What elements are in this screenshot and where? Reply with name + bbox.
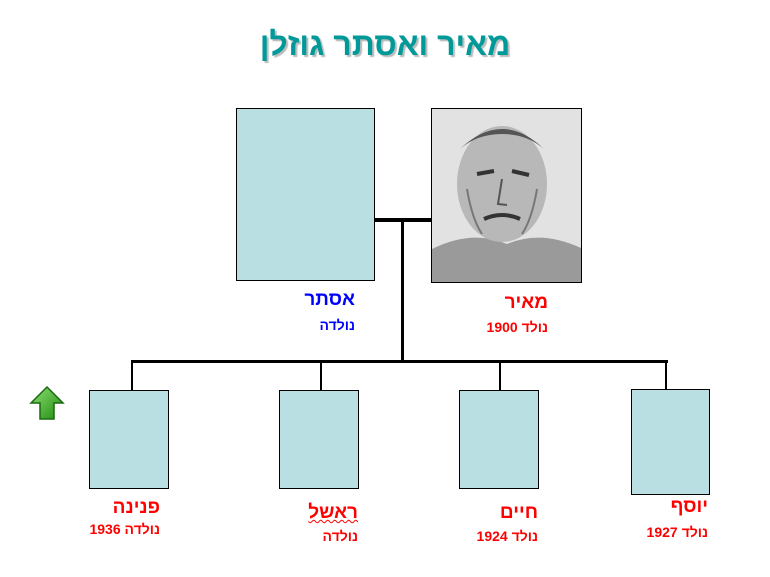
child-birth-chaim: נולד 1924	[476, 528, 538, 544]
child-photo-yosef	[631, 389, 710, 495]
parent-name-meir: מאיר	[504, 292, 548, 313]
child-drop-line	[499, 360, 501, 390]
parent-birth-esther: נולדה	[319, 317, 355, 333]
child-name-pnina: פנינה	[112, 497, 160, 518]
sibling-line	[131, 360, 668, 363]
portrait-image	[432, 109, 581, 282]
esther-photo-placeholder	[236, 108, 375, 281]
parent-birth-meir: נולד 1900	[486, 319, 548, 335]
child-birth-yosef: נולד 1927	[646, 524, 708, 540]
page-title: מאיר ואסתר גוזלן	[259, 26, 511, 62]
child-name-rashel: ראשל	[308, 502, 358, 523]
up-arrow-icon[interactable]	[29, 385, 65, 421]
child-photo-rashel	[279, 390, 359, 489]
child-photo-chaim	[459, 390, 539, 489]
child-name-chaim: חיים	[499, 502, 538, 523]
parent-name-esther: אסתר	[304, 289, 355, 310]
meir-photo	[431, 108, 582, 283]
descent-line	[401, 220, 404, 362]
child-drop-line	[320, 360, 322, 390]
child-drop-line	[665, 360, 667, 389]
child-birth-rashel: נולדה	[322, 528, 358, 544]
child-name-yosef: יוסף	[670, 496, 708, 517]
child-birth-pnina: נולדה 1936	[89, 521, 160, 537]
child-drop-line	[131, 360, 133, 390]
child-photo-pnina	[89, 390, 169, 489]
